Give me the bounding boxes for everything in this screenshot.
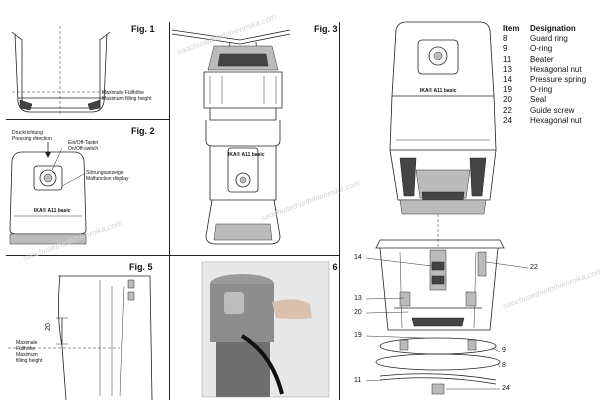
fig2-drawing <box>9 142 87 245</box>
legend-designation: Pressure spring <box>530 75 587 85</box>
legend-row: 22 Guide screw <box>503 106 586 116</box>
legend-row: 24 Hexagonal nut <box>503 116 586 126</box>
callout-13: 13 <box>354 295 362 302</box>
fig2-label: Fig. 2 <box>131 126 155 136</box>
legend-designation: Seal <box>530 95 547 105</box>
fig2-panel: Fig. 2 Druckrichtung Pressing direction … <box>0 120 170 255</box>
fig1-panel: Fig. 1 Maximale Füllhöhe Maximum filling… <box>0 0 170 120</box>
legend-row: 11 Beater <box>503 55 586 65</box>
divider-left <box>169 22 170 400</box>
legend-item: 9 <box>503 44 508 54</box>
legend-row: 14 Pressure spring <box>503 75 586 85</box>
fig2-note-switch-en: On/Off-switch <box>68 146 99 152</box>
fig5-panel: Fig. 5 20 Maximale Füllhöhe Maximum fill… <box>0 256 170 400</box>
legend-designation: O-ring <box>530 85 553 95</box>
legend-row: 20 Seal <box>503 95 586 105</box>
legend-item: 20 <box>503 95 512 105</box>
fig5-note-1: Maximale <box>16 340 38 346</box>
legend-row: 13 Hexagonal nut <box>503 65 586 75</box>
legend-item: 13 <box>503 64 512 74</box>
legend-designation: Hexagonal nut <box>530 64 582 74</box>
fig5-label: Fig. 5 <box>129 262 153 272</box>
divider-h2 <box>6 255 169 256</box>
main-drawing <box>365 21 529 395</box>
callout-9: 9 <box>502 347 506 354</box>
callout-24: 24 <box>502 385 510 392</box>
fig1-note-en: Maximum filling height <box>102 96 152 102</box>
fig2-note-direction-de: Druckrichtung <box>12 130 43 136</box>
callout-11: 11 <box>354 377 362 384</box>
callout-20: 20 <box>354 309 362 316</box>
fig5-note-4: filling height <box>16 358 43 364</box>
callout-8: 8 <box>502 362 506 369</box>
legend-designation: Guide screw <box>530 105 575 115</box>
legend-item: 11 <box>503 54 512 64</box>
divider-mid <box>339 22 340 400</box>
fig3-panel: Fig. 3 IKA® A11 basic <box>170 0 339 256</box>
fig5-drawing <box>8 275 153 400</box>
legend-row: 19 O-ring <box>503 85 586 95</box>
legend-header-item: Item <box>503 24 520 33</box>
legend-item: 19 <box>503 85 512 95</box>
callout-19: 19 <box>354 332 362 339</box>
main-model-label: IKA® A11 basic <box>420 88 457 94</box>
divider-h3 <box>170 255 339 256</box>
legend-designation: Guard ring <box>530 34 568 44</box>
legend-row: 9 O-ring <box>503 44 586 54</box>
legend-item: 22 <box>503 105 512 115</box>
fig1-drawing <box>11 26 111 115</box>
fig5-dimension: 20 <box>44 323 52 331</box>
legend-designation: O-ring <box>530 44 553 54</box>
fig2-note-direction-en: Pressing direction <box>12 136 52 142</box>
legend-header: Item Designation <box>503 24 586 34</box>
legend-row: 8 Guard ring <box>503 34 586 44</box>
fig1-label: Fig. 1 <box>131 24 155 34</box>
fig6-photo <box>201 261 330 398</box>
divider-h1 <box>6 119 169 120</box>
fig3-drawing <box>171 29 291 245</box>
fig2-note-switch-de: Ein/Off-Taster <box>68 140 99 146</box>
fig2-model-label: IKA® A11 basic <box>34 208 71 214</box>
legend-item: 24 <box>503 115 512 125</box>
legend-item: 8 <box>503 34 508 44</box>
legend-item: 14 <box>503 75 512 85</box>
fig3-model-label: IKA® A11 basic <box>228 152 265 158</box>
fig2-note-display-en: Malfunction display <box>86 176 129 182</box>
fig1-note-de: Maximale Füllhöhe <box>102 90 144 96</box>
callout-22: 22 <box>530 264 538 271</box>
fig5-note-2: Füllhöhe <box>16 346 36 352</box>
callout-14: 14 <box>354 254 362 261</box>
legend-designation: Hexagonal nut <box>530 115 582 125</box>
legend-designation: Beater <box>530 54 554 64</box>
fig3-label: Fig. 3 <box>314 24 338 34</box>
legend-header-designation: Designation <box>530 24 576 33</box>
fig5-note-3: Maximum <box>16 352 38 358</box>
fig2-note-display-de: Störungsanzeige <box>86 170 124 176</box>
main-exploded-view: IKA® A11 basic 14 22 13 20 19 9 8 11 24 <box>340 0 600 400</box>
